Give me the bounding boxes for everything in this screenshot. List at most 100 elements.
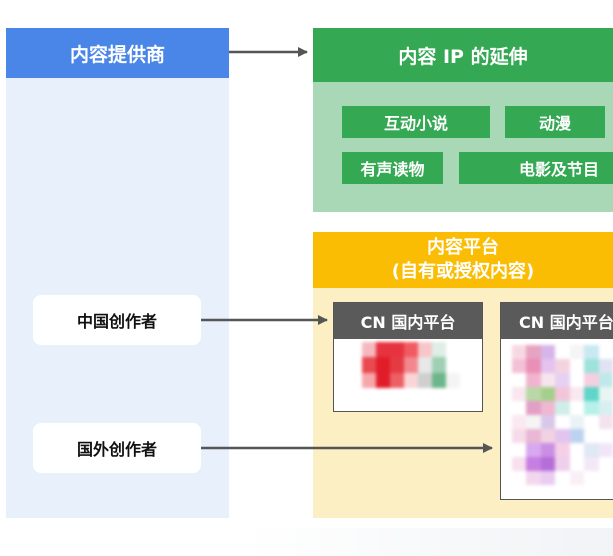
mosaic-pixel <box>540 443 556 457</box>
mosaic-pixel <box>512 415 527 429</box>
mosaic-pixel <box>569 471 585 485</box>
mosaic-pixel <box>584 429 599 443</box>
creator-label-china: 中国创作者 <box>76 312 157 331</box>
mosaic-pixel <box>540 387 556 401</box>
mosaic-pixel <box>362 357 376 373</box>
ip-item-audiobook: 有声读物 <box>342 152 443 184</box>
mosaic-pixel <box>584 387 599 401</box>
mosaic-pixel <box>540 373 556 387</box>
mosaic-pixel <box>404 372 418 388</box>
platform-card-label: CN 国内平台 <box>519 313 613 332</box>
mosaic-pixel <box>418 342 432 358</box>
mosaic-pixel <box>526 443 541 457</box>
mosaic-pixel <box>404 342 418 358</box>
mosaic-pixel <box>569 401 585 415</box>
mosaic-pixel <box>598 471 613 485</box>
mosaic-pixel <box>555 415 570 429</box>
mosaic-pixel <box>598 401 613 415</box>
ip-extension-header: 内容 IP 的延伸 <box>313 28 613 82</box>
mosaic-pixel <box>569 359 585 373</box>
mosaic-pixel <box>432 342 446 358</box>
blurred-app-thumbnail-1 <box>348 342 460 388</box>
mosaic-pixel <box>526 471 541 485</box>
mosaic-pixel <box>584 401 599 415</box>
mosaic-pixel <box>418 357 432 373</box>
mosaic-pixel <box>555 373 570 387</box>
mosaic-pixel <box>512 429 527 443</box>
ip-item-label: 电影及节目 <box>518 160 599 179</box>
mosaic-pixel <box>555 429 570 443</box>
mosaic-pixel <box>526 415 541 429</box>
mosaic-pixel <box>512 373 527 387</box>
mosaic-pixel <box>446 357 460 373</box>
mosaic-pixel <box>512 401 527 415</box>
mosaic-pixel <box>376 357 390 373</box>
mosaic-pixel <box>526 429 541 443</box>
mosaic-pixel <box>569 457 585 471</box>
mosaic-pixel <box>446 342 460 358</box>
mosaic-pixel <box>348 372 362 388</box>
mosaic-pixel <box>418 372 432 388</box>
mosaic-pixel <box>598 359 613 373</box>
ip-item-label: 有声读物 <box>360 160 425 179</box>
mosaic-pixel <box>390 357 404 373</box>
mosaic-pixel <box>512 443 527 457</box>
mosaic-pixel <box>526 359 541 373</box>
creator-box-foreign: 国外创作者 <box>33 423 201 473</box>
content-provider-header: 内容提供商 <box>6 28 229 78</box>
mosaic-pixel <box>526 387 541 401</box>
mosaic-pixel <box>540 401 556 415</box>
mosaic-pixel <box>598 373 613 387</box>
mosaic-pixel <box>598 443 613 457</box>
mosaic-pixel <box>512 471 527 485</box>
mosaic-pixel <box>526 345 541 359</box>
mosaic-pixel <box>432 372 446 388</box>
mosaic-pixel <box>512 387 527 401</box>
mosaic-pixel <box>584 443 599 457</box>
mosaic-pixel <box>512 345 527 359</box>
mosaic-pixel <box>555 345 570 359</box>
mosaic-pixel <box>555 401 570 415</box>
mosaic-pixel <box>540 345 556 359</box>
ip-item-interactive-fiction: 互动小说 <box>342 106 490 138</box>
bottom-fade <box>0 528 613 556</box>
mosaic-pixel <box>540 471 556 485</box>
mosaic-pixel <box>584 471 599 485</box>
mosaic-pixel <box>432 357 446 373</box>
mosaic-pixel <box>598 415 613 429</box>
ip-item-label: 动漫 <box>538 114 571 133</box>
mosaic-pixel <box>598 387 613 401</box>
mosaic-pixel <box>526 373 541 387</box>
blurred-app-thumbnail-2 <box>512 345 613 485</box>
mosaic-pixel <box>362 372 376 388</box>
ip-item-anime: 动漫 <box>505 106 605 138</box>
content-platform-subtitle: (自有或授权内容) <box>391 261 535 282</box>
mosaic-pixel <box>512 457 527 471</box>
mosaic-pixel <box>569 373 585 387</box>
platform-card-title: CN 国内平台 <box>501 303 613 339</box>
mosaic-pixel <box>584 345 599 359</box>
mosaic-pixel <box>569 387 585 401</box>
mosaic-pixel <box>555 359 570 373</box>
mosaic-pixel <box>446 372 460 388</box>
mosaic-pixel <box>555 457 570 471</box>
mosaic-pixel <box>598 457 613 471</box>
mosaic-pixel <box>598 345 613 359</box>
mosaic-pixel <box>540 457 556 471</box>
content-platform-header: 内容平台 (自有或授权内容) <box>313 232 613 288</box>
mosaic-pixel <box>555 471 570 485</box>
mosaic-pixel <box>569 429 585 443</box>
mosaic-pixel <box>512 359 527 373</box>
mosaic-pixel <box>404 357 418 373</box>
platform-card-label: CN 国内平台 <box>360 313 456 332</box>
content-provider-title: 内容提供商 <box>69 43 165 66</box>
mosaic-pixel <box>526 401 541 415</box>
mosaic-pixel <box>540 429 556 443</box>
mosaic-pixel <box>584 373 599 387</box>
ip-item-film-shows: 电影及节目 <box>459 152 613 184</box>
mosaic-pixel <box>348 342 362 358</box>
platform-card-title: CN 国内平台 <box>334 303 482 339</box>
ip-extension-title: 内容 IP 的延伸 <box>398 45 528 68</box>
mosaic-pixel <box>569 443 585 457</box>
